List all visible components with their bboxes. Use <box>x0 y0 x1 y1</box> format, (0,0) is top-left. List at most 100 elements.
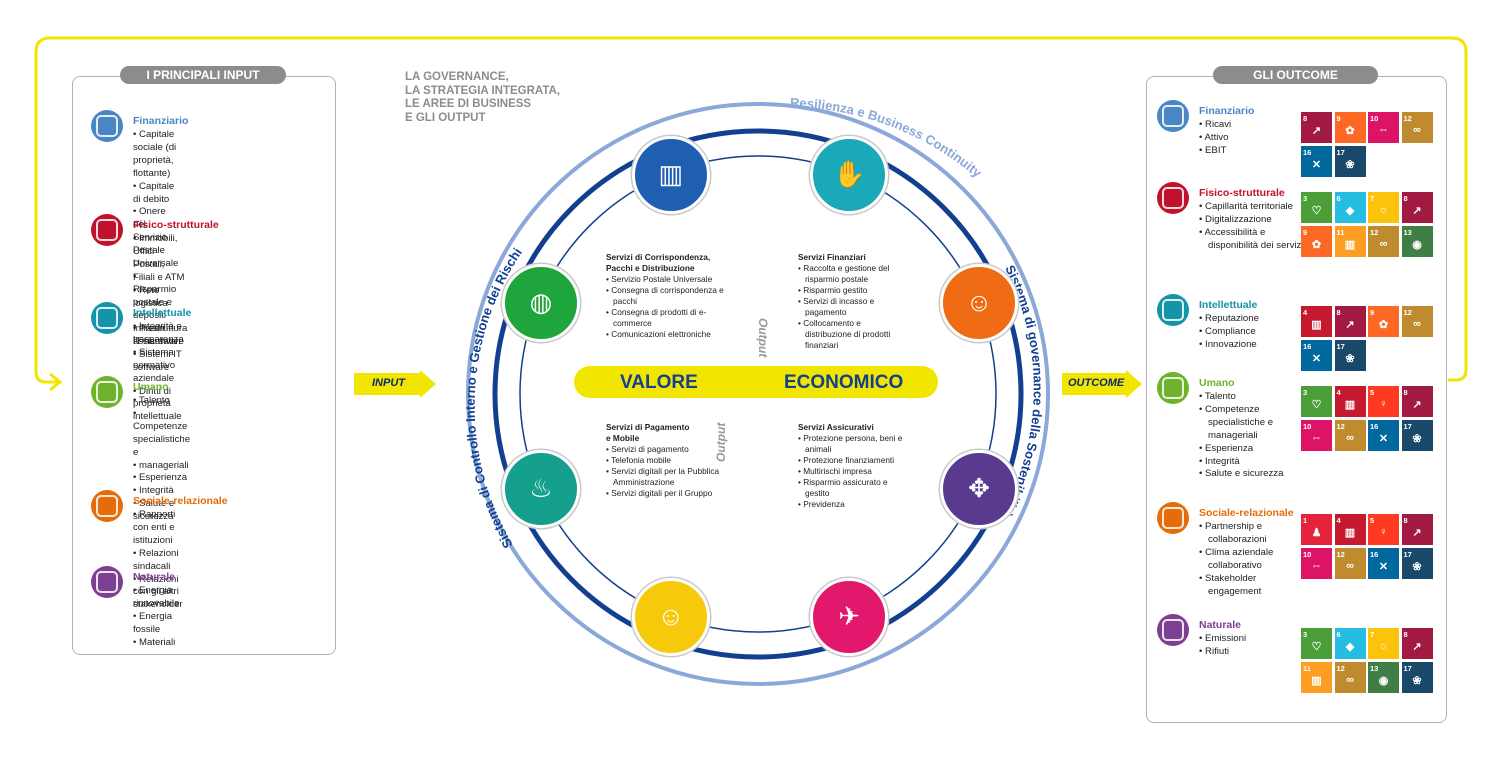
sdg-icon: ∞ <box>1346 559 1354 572</box>
capital-icon <box>1157 372 1189 404</box>
sdg-tile: 16✕ <box>1368 419 1399 451</box>
sdg-icon: ❀ <box>1345 158 1355 171</box>
service-finanziari: Servizi Finanziari Raccolta e gestione d… <box>798 252 908 351</box>
sdg-icon: ◆ <box>1345 641 1355 653</box>
sdg-tile: 3♡ <box>1301 628 1332 659</box>
governance-text: LA GOVERNANCE, LA STRATEGIA INTEGRATA, L… <box>405 71 561 124</box>
capital-title: Intellettuale <box>1199 299 1258 311</box>
sdg-tile: 12∞ <box>1334 547 1366 579</box>
sdg-tile: 17❀ <box>1334 145 1366 177</box>
capital-icon <box>1157 100 1189 132</box>
outcome-panel-title: GLI OUTCOME <box>1213 66 1378 84</box>
capital-icon <box>91 214 123 246</box>
sdg-tile: 17❀ <box>1334 339 1366 371</box>
input-arrow <box>354 370 436 398</box>
circle-glyph: ✥ <box>968 472 990 503</box>
value-bar <box>574 366 938 398</box>
sdg-number: 4 <box>1336 388 1341 397</box>
sdg-icon: ☼ <box>1378 204 1389 216</box>
chart-icon: ▥ <box>631 136 710 215</box>
sdg-icon: ♀ <box>1379 398 1388 410</box>
capital-item: Competenze specialistiche e manageriali <box>1199 404 1307 443</box>
sdg-number: 10 <box>1303 549 1312 559</box>
outcome-label: OUTCOME <box>1068 377 1125 389</box>
sdg-tile: 4▥ <box>1334 386 1366 417</box>
sdg-tile: 4▥ <box>1334 514 1366 545</box>
service-item: Servizi di pagamento <box>606 444 724 455</box>
capital-item: Ricavi <box>1199 119 1307 132</box>
capital-item: Clima aziendale collaborativo <box>1199 547 1307 573</box>
capital-title: Umano <box>1199 377 1235 389</box>
hands-icon: ✥ <box>940 449 1019 528</box>
sdg-number: 12 <box>1336 549 1345 559</box>
sdg-number: 8 <box>1336 308 1341 317</box>
sdg-number: 13 <box>1370 663 1379 673</box>
capital-items: RicaviAttivoEBIT <box>1199 119 1307 158</box>
sdg-number: 9 <box>1303 227 1308 237</box>
sdg-icon: ∞ <box>1346 431 1354 444</box>
capital-item: Innovazione <box>1199 339 1307 352</box>
capital-title: Umano <box>133 381 169 393</box>
capital-item: Integrità <box>133 485 190 498</box>
capital-item: Esperienza <box>133 472 190 485</box>
capital-item: Talento <box>1199 391 1307 404</box>
sdg-icon: ✿ <box>1378 319 1389 331</box>
sdg-icon: ❀ <box>1345 352 1355 365</box>
service-item: Servizi digitali per la Pubblica Amminis… <box>606 466 724 488</box>
sdg-number: 3 <box>1303 388 1308 397</box>
service-item: Risparmio gestito <box>798 285 908 296</box>
valore-label: VALORE <box>620 372 698 393</box>
economico-label: ECONOMICO <box>784 372 904 393</box>
sdg-icon: ❀ <box>1412 560 1422 573</box>
sdg-number: 17 <box>1403 549 1412 559</box>
sdg-icon: ↗ <box>1412 205 1422 217</box>
sdg-tile: 3♡ <box>1301 386 1332 417</box>
sdg-icon: ▥ <box>1344 399 1356 411</box>
sdg-number: 17 <box>1336 341 1345 351</box>
capital-item: Esperienza <box>1199 443 1307 456</box>
capital-icon <box>1157 182 1189 214</box>
sdg-icon: ✿ <box>1311 238 1322 251</box>
circle-glyph: ◍ <box>529 287 553 317</box>
capital-icon <box>1157 614 1189 646</box>
capital-item: Rapporti con enti e istituzioni <box>133 509 183 548</box>
sdg-number: 11 <box>1303 663 1311 673</box>
sdg-number: 17 <box>1336 147 1345 157</box>
capital-item: Stakeholder engagement <box>1199 573 1307 599</box>
sdg-icon: ◉ <box>1412 238 1422 251</box>
capital-item: Materiali <box>133 637 179 650</box>
sdg-icon: ♡ <box>1311 205 1322 217</box>
sdg-icon: ⇔ <box>1378 124 1389 136</box>
people-icon: ☺ <box>940 264 1019 342</box>
sdg-icon: ✕ <box>1378 432 1389 445</box>
sdg-number: 6 <box>1336 194 1341 203</box>
sdg-number: 11 <box>1336 227 1345 237</box>
capital-item: Rete logistica <box>133 285 187 311</box>
capital-item: Attivo <box>1199 132 1307 145</box>
sdg-number: 12 <box>1336 663 1345 673</box>
sdg-tile: 6◆ <box>1334 192 1366 223</box>
capital-items: ReputazioneComplianceInnovazione <box>1199 313 1307 352</box>
sdg-number: 16 <box>1370 549 1379 559</box>
service-item: Consegna di corrispondenza e pacchi <box>606 285 726 307</box>
circle-glyph: ✋ <box>832 159 866 190</box>
lightbulb-icon: ♨ <box>501 449 580 528</box>
circle-glyph: ♨ <box>529 472 553 503</box>
service-assicurativi: Servizi Assicurativi Protezione persona,… <box>798 422 908 510</box>
service-item: Collocamento e distribuzione di prodotti… <box>798 318 908 351</box>
capital-icon <box>91 376 123 408</box>
sdg-number: 9 <box>1370 308 1375 317</box>
sdg-number: 7 <box>1370 630 1375 639</box>
sdg-tile: 10⇔ <box>1301 419 1332 451</box>
sdg-icon: ▥ <box>1311 319 1322 331</box>
capital-item: Partnership e collaborazioni <box>1199 521 1307 547</box>
service-item: Risparmio assicurato e gestito <box>798 477 908 499</box>
sdg-number: 16 <box>1303 341 1312 351</box>
sdg-tile: 9✿ <box>1368 306 1399 337</box>
capital-title: Finanziario <box>133 115 189 127</box>
sdg-number: 17 <box>1403 421 1412 431</box>
sdg-tile: 8↗ <box>1401 628 1433 659</box>
sdg-tile: 16✕ <box>1368 547 1399 579</box>
capital-title: Naturale <box>1199 619 1242 631</box>
globe-icon: ◍ <box>501 264 580 342</box>
